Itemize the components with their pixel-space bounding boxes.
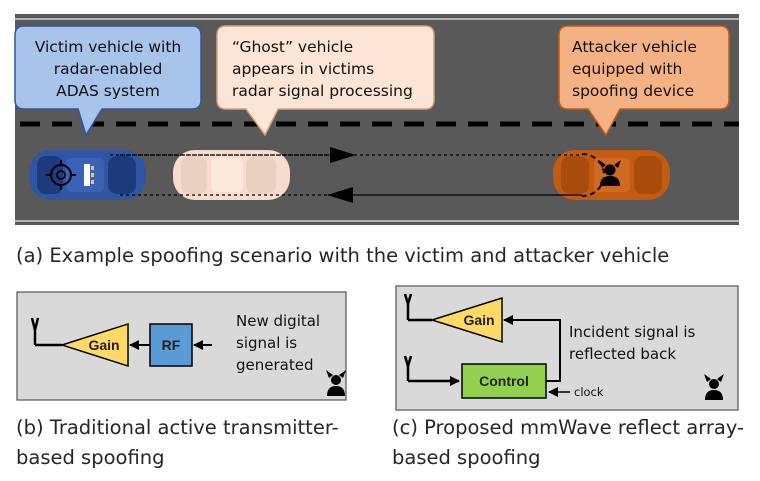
ghost-callout-line-2: appears in victims: [232, 60, 374, 78]
reflect-array-outline: [581, 153, 605, 197]
antenna-icon: [403, 355, 460, 386]
antenna-icon: [30, 317, 62, 347]
traditional-panel: Gain RF New digital signal is generated: [16, 291, 347, 401]
proposed-panel: Gain Control clock Incident signal is re…: [395, 285, 739, 411]
rf-block: [149, 323, 193, 367]
caption-c-line-2: based spoofing: [392, 446, 540, 469]
proposed-desc-line-2: reflected back: [569, 345, 676, 363]
road-scene: Victim vehicle with radar-enabled ADAS s…: [14, 14, 739, 225]
antenna-icon: [403, 293, 432, 322]
caption-c-line-1: (c) Proposed mmWave reflect array-: [392, 416, 744, 439]
ghost-callout-line-1: “Ghost” vehicle: [232, 38, 353, 56]
rf-label: RF: [162, 337, 181, 353]
victim-callout-line-3: ADAS system: [56, 82, 160, 100]
attacker-vehicle: [553, 150, 670, 200]
ghost-callout-line-3: radar signal processing: [232, 82, 413, 100]
traditional-desc-line-3: generated: [236, 356, 313, 374]
crosshair-icon: [46, 160, 76, 190]
gain-label: Gain: [88, 337, 119, 353]
attacker-callout-line-1: Attacker vehicle: [572, 38, 697, 56]
caption-b-line-1: (b) Traditional active transmitter-: [16, 416, 339, 439]
attacker-callout-line-2: equipped with: [572, 60, 682, 78]
attacker-callout-line-3: spoofing device: [572, 82, 694, 100]
victim-callout-line-2: radar-enabled: [54, 60, 163, 78]
ghost-callout: “Ghost” vehicle appears in victims radar…: [216, 25, 435, 137]
attacker-callout: Attacker vehicle equipped with spoofing …: [558, 25, 730, 137]
victim-vehicle: [29, 150, 146, 200]
caption-a: (a) Example spoofing scenario with the v…: [16, 244, 669, 267]
devil-hacker-icon: [326, 370, 346, 396]
control-label: Control: [479, 373, 529, 389]
gain-amplifier: [429, 296, 503, 344]
devil-hacker-icon: [599, 160, 621, 186]
traditional-desc-line-2: signal is: [236, 334, 297, 352]
victim-callout-line-1: Victim vehicle with: [35, 38, 182, 56]
clock-label: clock: [574, 385, 604, 399]
devil-hacker-icon: [704, 374, 724, 400]
gain-label: Gain: [463, 312, 494, 328]
caption-b-line-2: based spoofing: [16, 446, 164, 469]
victim-callout: Victim vehicle with radar-enabled ADAS s…: [14, 25, 202, 137]
proposed-desc-line-1: Incident signal is: [569, 323, 696, 341]
traditional-desc-line-1: New digital: [236, 312, 320, 330]
ghost-vehicle: [173, 150, 290, 200]
gain-amplifier: [59, 322, 129, 368]
